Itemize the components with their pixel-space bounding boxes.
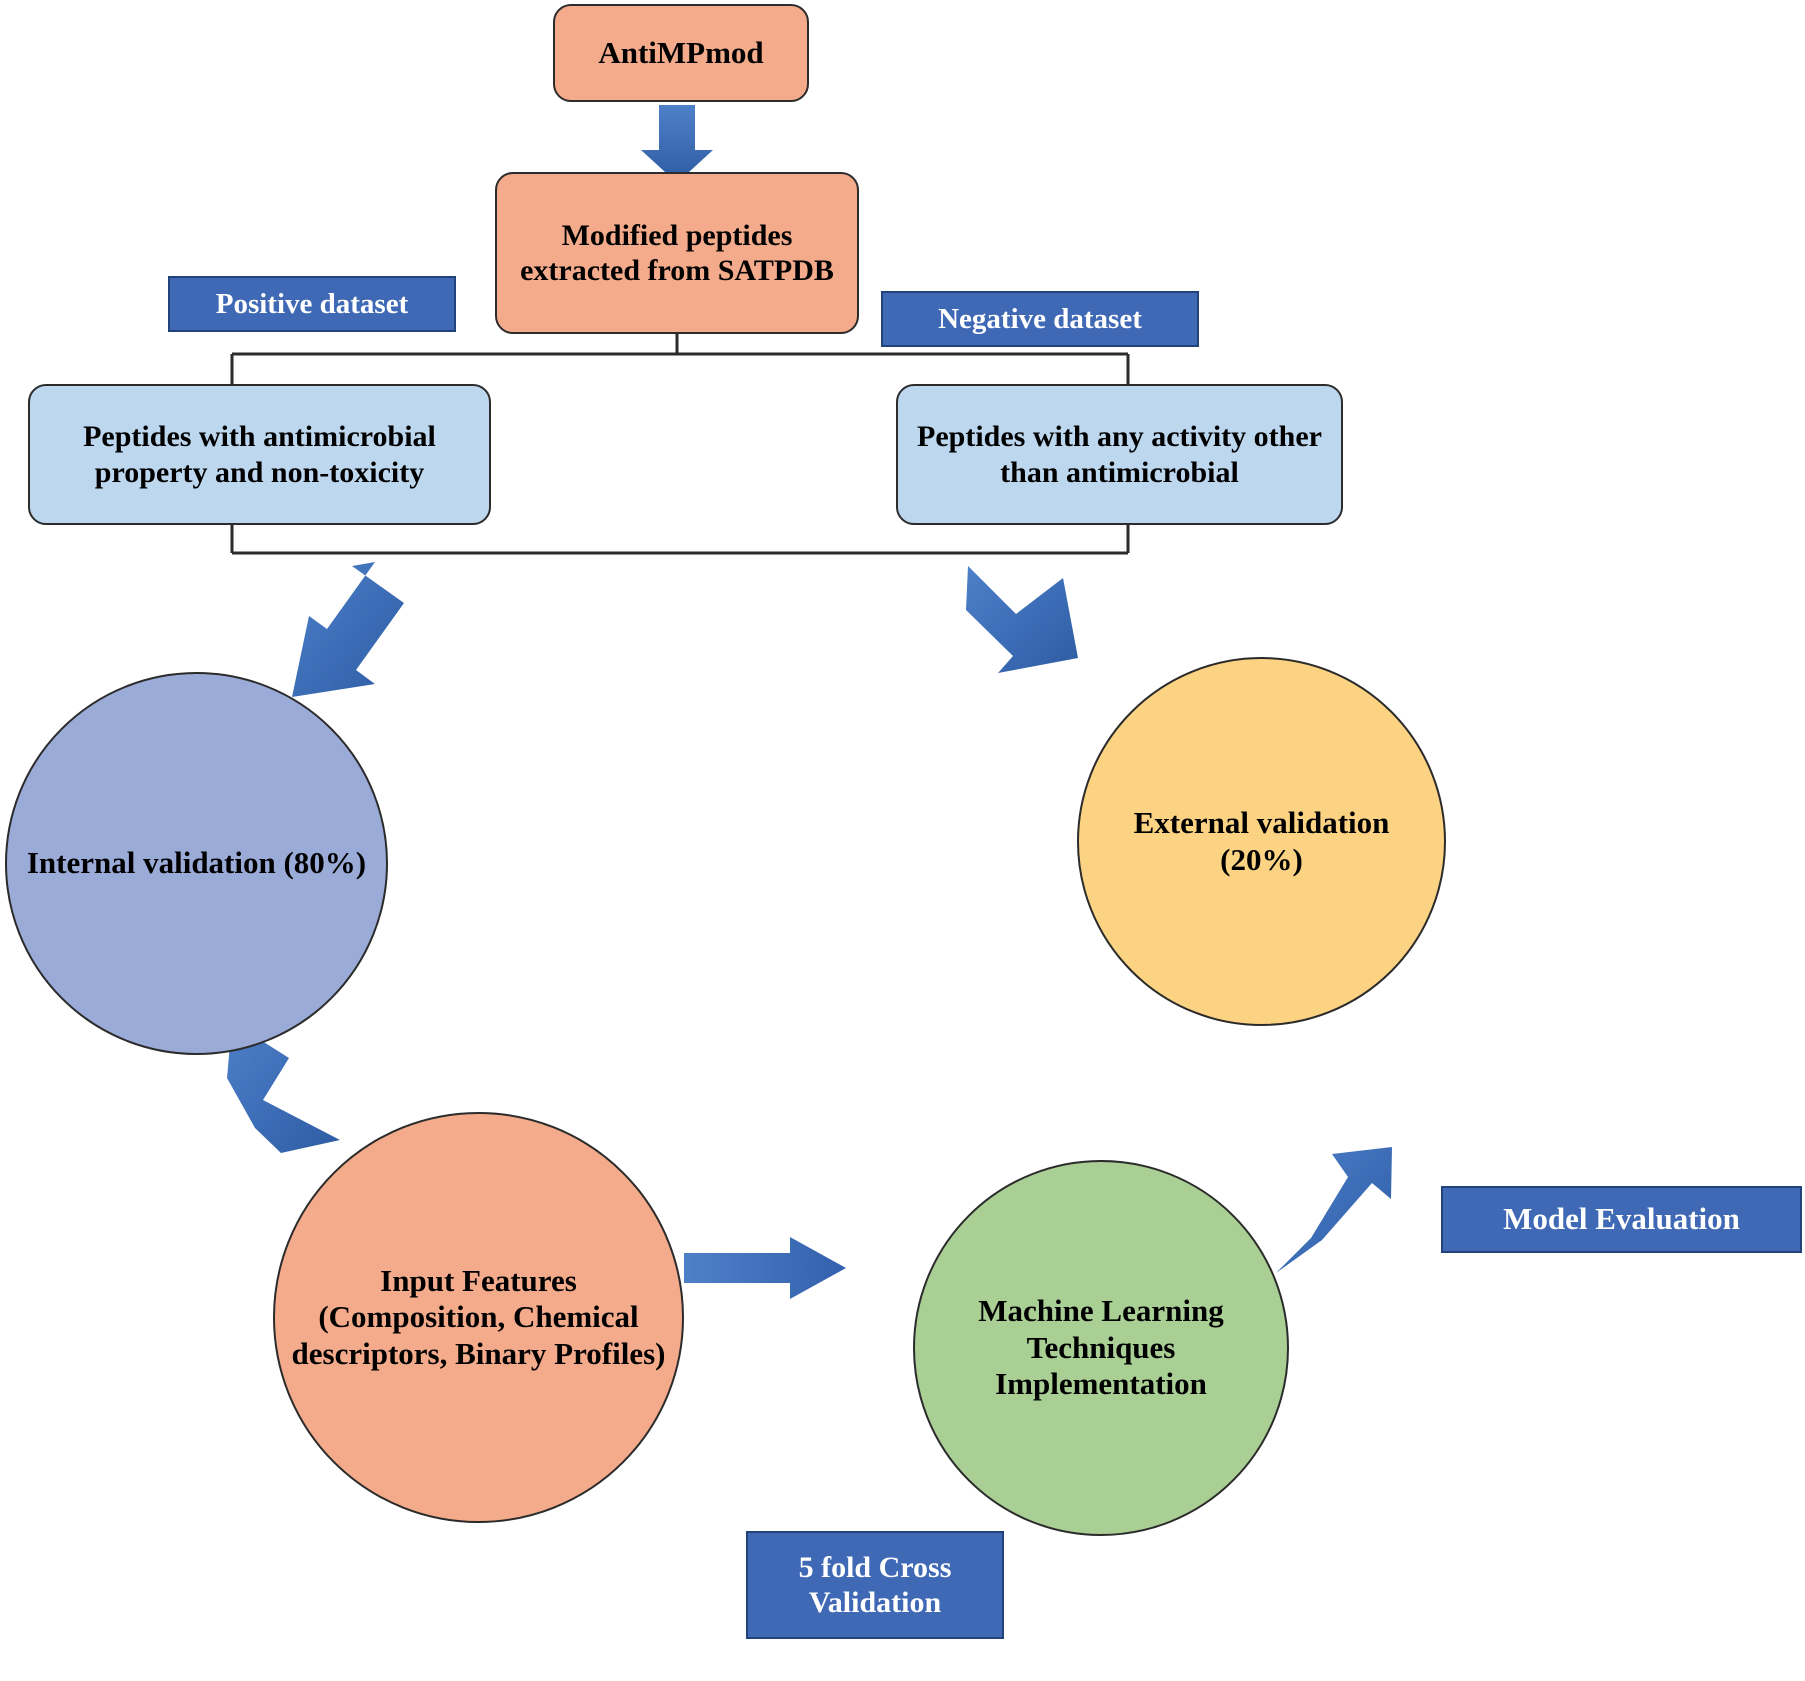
label-negative-dataset-text: Negative dataset [938,302,1142,335]
node-internal-validation-label: Internal validation (80%) [26,845,367,881]
node-antimpmod[interactable]: AntiMPmod [553,4,809,102]
arrow-to-internal-validation [292,562,404,697]
label-cross-validation[interactable]: 5 fold Cross Validation [746,1531,1004,1639]
arrow-to-external-validation [966,566,1078,673]
node-negative-peptides-label: Peptides with any activity other than an… [917,420,1322,489]
arrow-input-to-ml [684,1237,846,1299]
node-input-features-label: Input Features (Composition, Chemical de… [291,1262,666,1371]
node-machine-learning-label: Machine Learning Techniques Implementati… [978,1293,1224,1402]
label-negative-dataset[interactable]: Negative dataset [881,291,1199,347]
node-positive-peptides-label: Peptides with antimicrobial property and… [83,420,436,489]
node-negative-peptides[interactable]: Peptides with any activity other than an… [896,384,1343,525]
node-external-validation-label: External validation (20%) [1133,804,1390,877]
node-antimpmod-label: AntiMPmod [598,34,764,70]
arrow-ml-to-external-validation [1276,1147,1392,1273]
node-source-satpdb[interactable]: Modified peptides extracted from SATPDB [495,172,859,334]
node-source-satpdb-label: Modified peptides extracted from SATPDB [520,218,834,287]
label-positive-dataset[interactable]: Positive dataset [168,276,456,332]
node-machine-learning[interactable]: Machine Learning Techniques Implementati… [913,1160,1289,1536]
node-internal-validation[interactable]: Internal validation (80%) [5,672,388,1055]
node-external-validation[interactable]: External validation (20%) [1077,657,1446,1026]
label-positive-dataset-text: Positive dataset [215,287,409,320]
label-model-evaluation[interactable]: Model Evaluation [1441,1186,1802,1253]
label-cross-validation-text: 5 fold Cross Validation [798,1550,952,1619]
node-positive-peptides[interactable]: Peptides with antimicrobial property and… [28,384,491,525]
connector-datasets-merge [230,523,1130,555]
node-input-features[interactable]: Input Features (Composition, Chemical de… [273,1112,684,1523]
label-model-evaluation-text: Model Evaluation [1503,1201,1740,1237]
